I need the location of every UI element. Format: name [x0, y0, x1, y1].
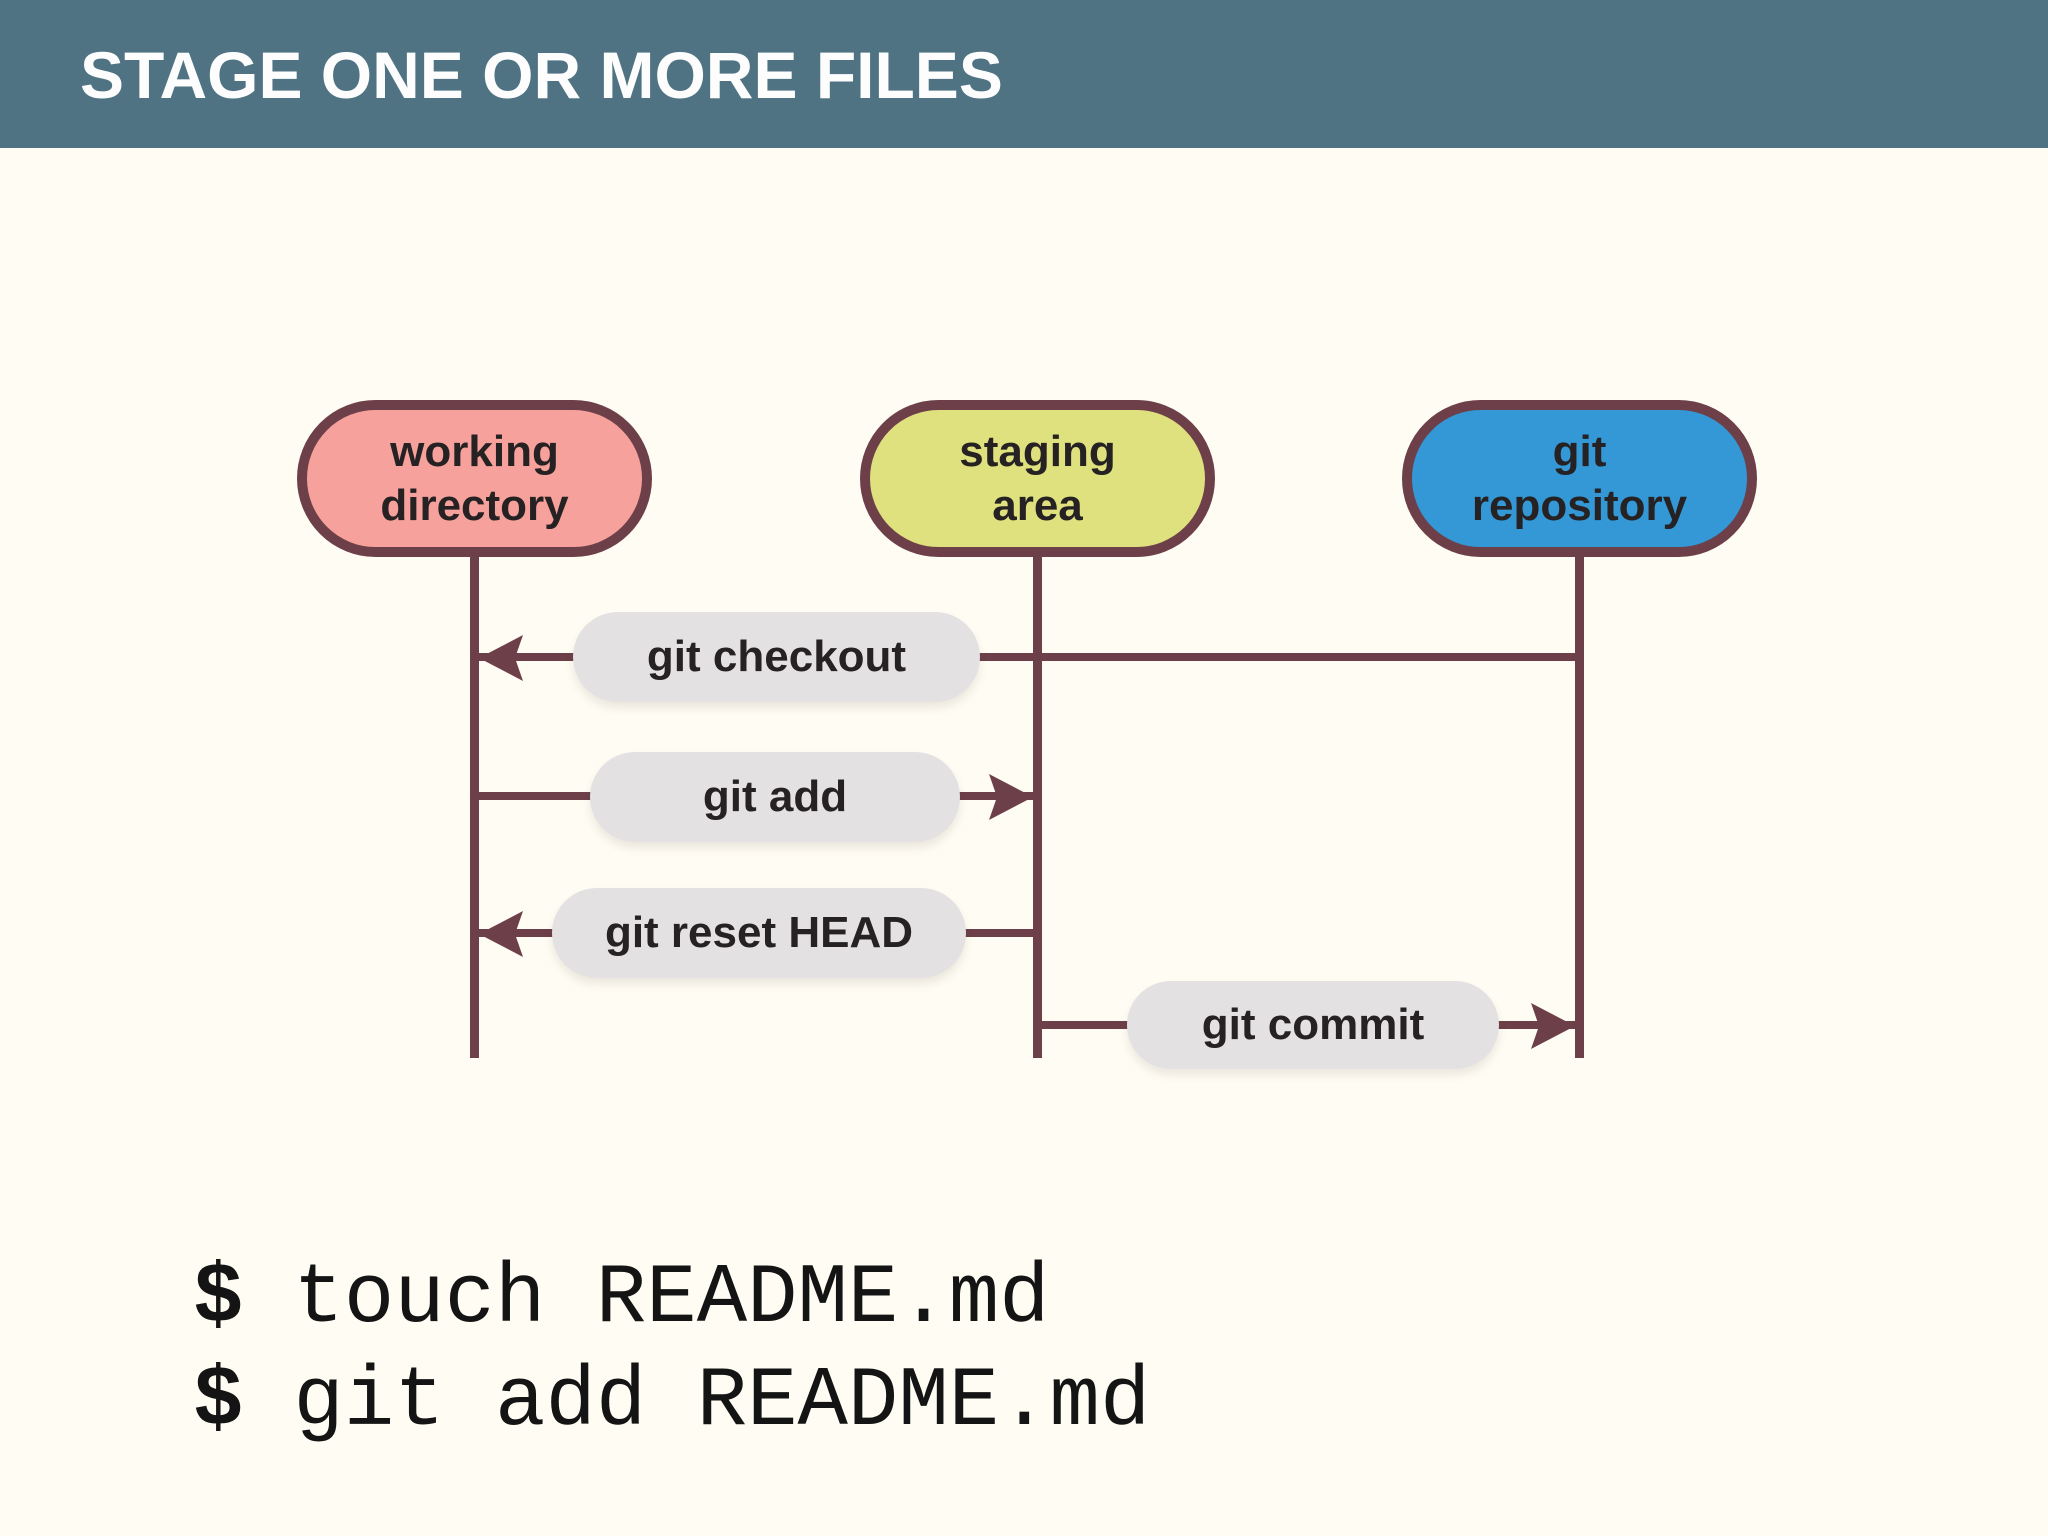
node-label-line: area	[992, 480, 1083, 530]
edge-label-git-commit: git commit	[1127, 981, 1499, 1069]
arrow-left-icon	[479, 633, 523, 683]
git-repository-lifeline	[1575, 550, 1584, 1058]
title-bar: STAGE ONE OR MORE FILES	[0, 0, 2048, 148]
prompt-symbol: $	[193, 1252, 244, 1347]
node-git-repository: git repository	[1402, 400, 1757, 557]
terminal-commands: $ touch README.md $ git add README.md	[193, 1248, 1150, 1454]
command-text: touch README.md	[293, 1252, 1050, 1347]
page-title: STAGE ONE OR MORE FILES	[80, 38, 1003, 112]
arrow-right-icon	[989, 772, 1033, 822]
command-text: git add README.md	[293, 1355, 1151, 1450]
terminal-line: $ touch README.md	[193, 1248, 1150, 1351]
working-directory-lifeline	[470, 550, 479, 1058]
node-label-line: staging	[959, 426, 1116, 476]
node-label-line: git	[1552, 426, 1607, 476]
edge-label-text: git add	[702, 772, 848, 821]
node-label-line: repository	[1471, 480, 1688, 530]
node-label-line: working	[390, 426, 559, 476]
edge-label-git-add: git add	[590, 752, 960, 842]
edge-label-text: git checkout	[646, 632, 907, 681]
node-working-directory: working directory	[297, 400, 652, 557]
staging-area-lifeline	[1033, 550, 1042, 1058]
arrow-left-icon	[479, 909, 523, 959]
edge-label-text: git commit	[1201, 1000, 1425, 1049]
node-label-line: directory	[380, 480, 569, 530]
edge-git-checkout-line	[479, 653, 1579, 661]
edge-label-git-reset-head: git reset HEAD	[552, 888, 966, 978]
edge-label-text: git reset HEAD	[604, 908, 914, 957]
node-staging-area: staging area	[860, 400, 1215, 557]
prompt-symbol: $	[193, 1355, 244, 1450]
edge-label-git-checkout: git checkout	[573, 612, 980, 702]
terminal-line: $ git add README.md	[193, 1351, 1150, 1454]
arrow-right-icon	[1531, 1001, 1575, 1051]
